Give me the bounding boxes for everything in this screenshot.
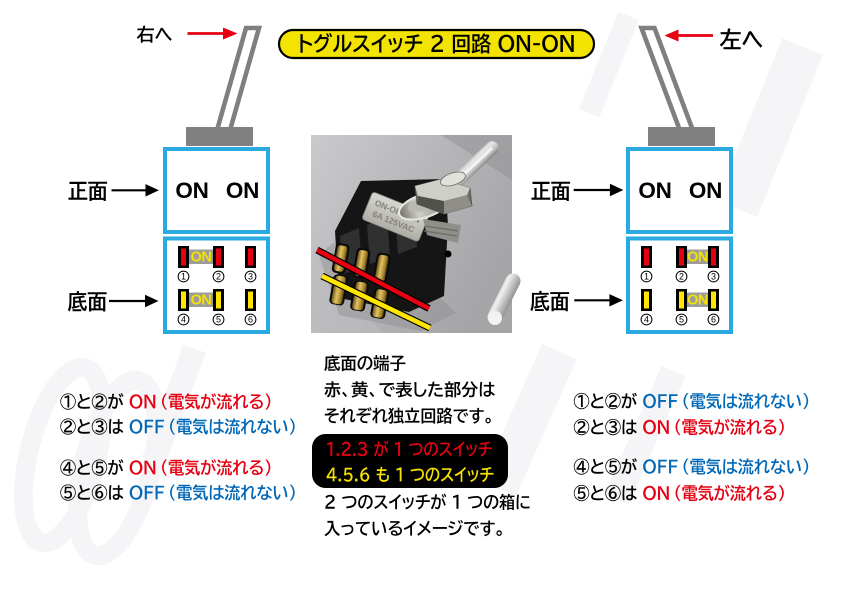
svg-text:ON: ON — [191, 250, 212, 266]
svg-text:3: 3 — [248, 272, 253, 282]
svg-text:6: 6 — [711, 315, 716, 325]
svg-text:4: 4 — [644, 315, 649, 325]
svg-text:2: 2 — [679, 272, 684, 282]
svg-text:5: 5 — [216, 315, 221, 325]
svg-text:ON: ON — [689, 178, 722, 203]
svg-text:ON: ON — [191, 293, 212, 309]
svg-text:ON: ON — [687, 293, 708, 309]
svg-text:3: 3 — [711, 272, 716, 282]
svg-text:ON: ON — [226, 178, 259, 203]
svg-text:4: 4 — [181, 315, 186, 325]
svg-text:5: 5 — [679, 315, 684, 325]
svg-text:1: 1 — [181, 272, 186, 282]
svg-text:6: 6 — [248, 315, 253, 325]
svg-text:ON: ON — [175, 178, 208, 203]
svg-text:2: 2 — [216, 272, 221, 282]
svg-text:ON: ON — [687, 250, 708, 266]
svg-text:1: 1 — [644, 272, 649, 282]
svg-text:ON: ON — [638, 178, 671, 203]
